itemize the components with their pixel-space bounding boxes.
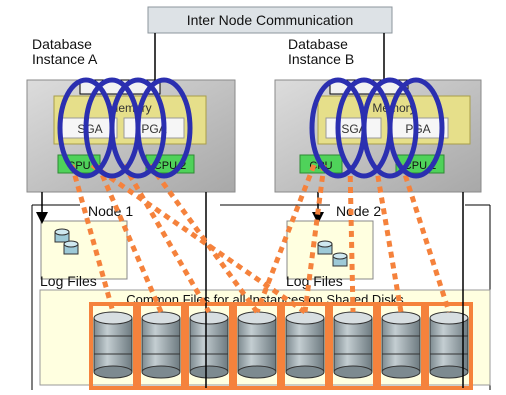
disk-stack-icon xyxy=(317,240,348,267)
database-disk-icon xyxy=(329,302,377,390)
database-disk-icon xyxy=(89,302,137,390)
dotted-link xyxy=(373,164,404,313)
disk-stack-icon xyxy=(54,228,79,255)
dotted-link xyxy=(69,164,116,313)
instance-b-title-line1: Database xyxy=(288,36,348,52)
sga-label-a: SGA xyxy=(77,122,102,136)
log-files-label-b: Log Files xyxy=(286,273,343,289)
database-disk-icon xyxy=(185,302,233,390)
instance-a-title-line1: Database xyxy=(32,36,92,52)
blue-ring xyxy=(387,77,445,179)
dotted-link xyxy=(95,164,164,313)
dotted-link xyxy=(147,163,260,314)
shared-disk-row xyxy=(89,302,473,390)
orange-dotted-links xyxy=(69,162,452,315)
database-disk-icon xyxy=(233,302,281,390)
instance-b-title-line2: Instance B xyxy=(288,51,354,67)
database-disk-icon xyxy=(377,302,425,390)
blue-ring xyxy=(135,77,193,179)
sga-label-b: SGA xyxy=(341,122,366,136)
inter-node-label: Inter Node Communication xyxy=(187,12,354,28)
dotted-link xyxy=(302,164,327,313)
log-files-label-a: Log Files xyxy=(40,273,97,289)
blue-ring-group xyxy=(57,77,445,179)
blue-ring xyxy=(361,77,419,179)
dotted-link xyxy=(254,164,317,313)
dotted-link xyxy=(347,164,356,313)
log-files-box-a: Log Files xyxy=(40,220,128,289)
database-disk-icon xyxy=(425,302,473,390)
node-1-label: Node 1 xyxy=(88,203,133,219)
log-files-box-b: Log Files xyxy=(286,220,374,289)
database-disk-icon xyxy=(137,302,185,390)
pga-label-a: PGA xyxy=(141,122,166,136)
database-disk-icon xyxy=(281,302,329,390)
inter-node-bar: Inter Node Communication xyxy=(147,6,393,34)
instance-a-title-line2: Instance A xyxy=(32,51,98,67)
blue-ring xyxy=(109,77,167,179)
dotted-link xyxy=(399,164,452,313)
node-2-label: Node 2 xyxy=(336,203,381,219)
node-b-box: Memory SGA PGA CPU CPU 2 xyxy=(274,79,482,193)
